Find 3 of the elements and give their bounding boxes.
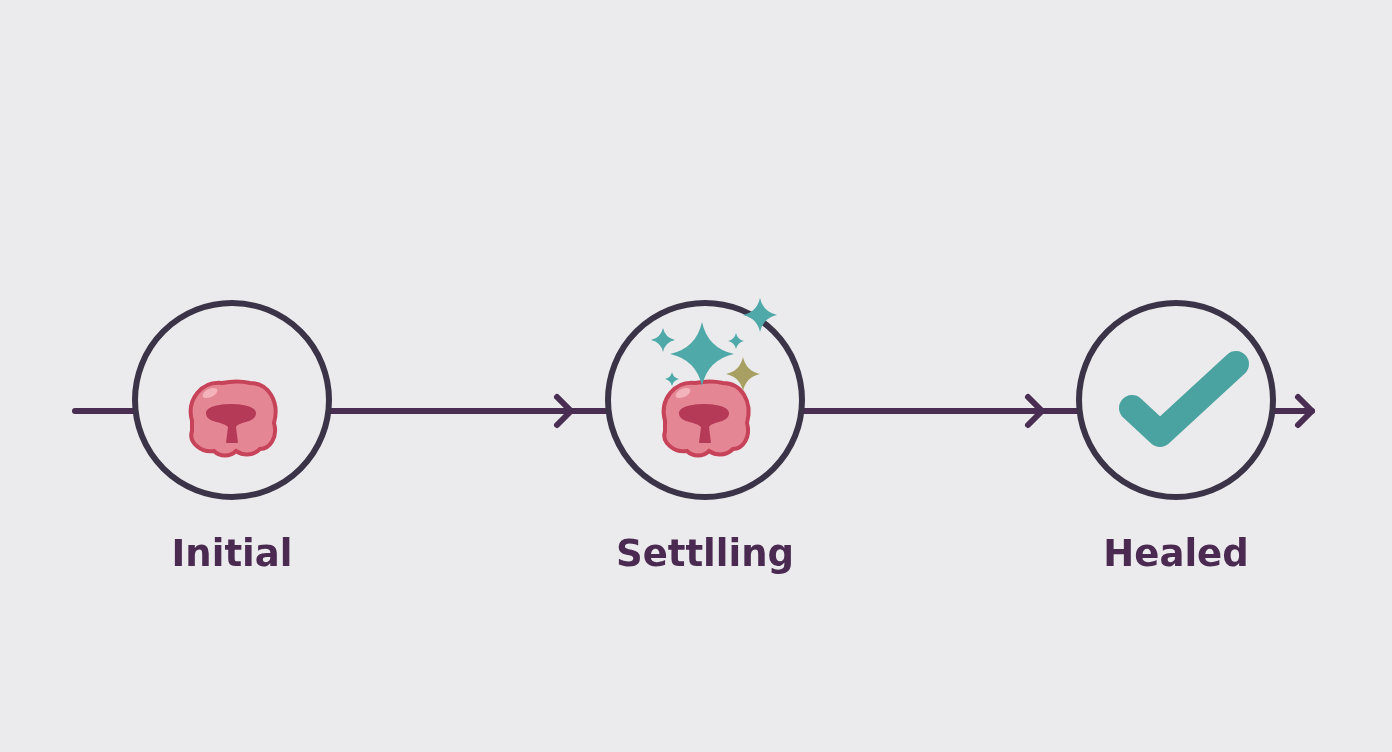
stage-label: Initial: [171, 532, 293, 577]
stage-label: Settlling: [616, 532, 794, 577]
stage-label: Healed: [1103, 532, 1249, 577]
